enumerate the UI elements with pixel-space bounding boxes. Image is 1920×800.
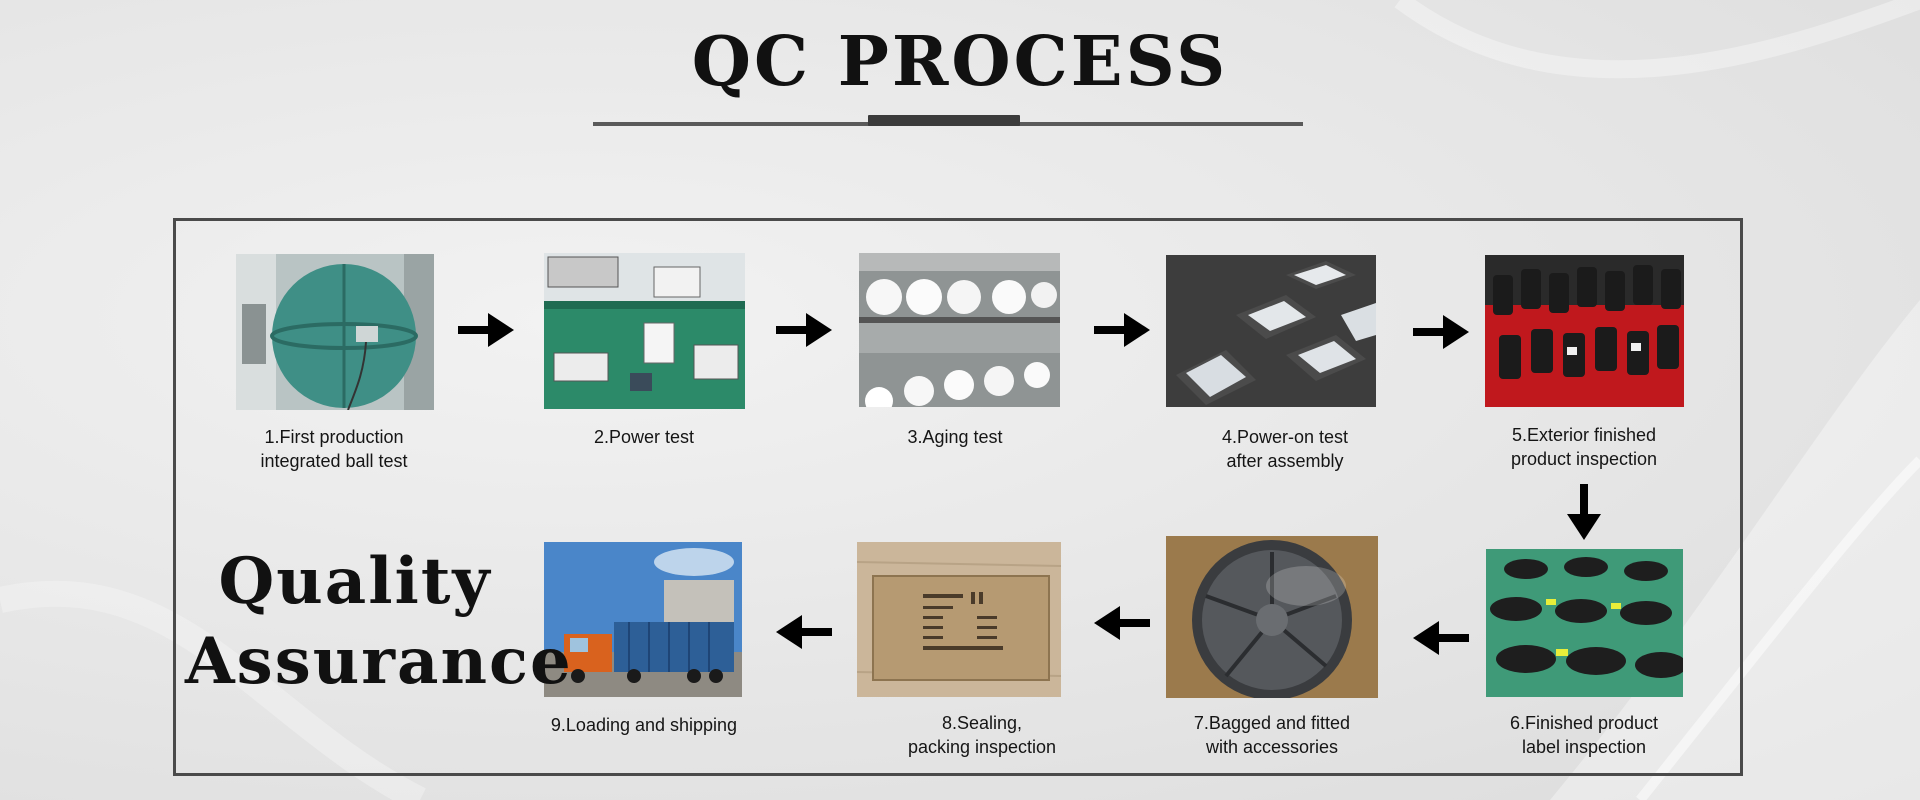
step-6-caption: 6.Finished product label inspection — [1509, 713, 1659, 757]
bagged-product-photo — [1166, 536, 1378, 698]
finished-products-photo — [1485, 255, 1684, 407]
arrow-left-icon — [1413, 621, 1469, 655]
arrow-down-icon — [1567, 484, 1601, 540]
slogan-line-2: Assurance — [185, 624, 573, 699]
sealed-carton-photo — [857, 542, 1061, 697]
aging-test-rack-photo — [859, 253, 1060, 407]
arrow-right-icon — [1413, 315, 1469, 349]
page-title: QC PROCESS — [691, 22, 1229, 102]
power-test-equipment-photo — [544, 253, 745, 409]
step-5-caption: 5.Exterior finished product inspection — [1510, 425, 1658, 469]
step-8-caption: 8.Sealing, packing inspection — [907, 713, 1057, 757]
step-1-caption: 1.First production integrated ball test — [260, 427, 408, 471]
step-7-caption: 7.Bagged and fitted with accessories — [1193, 713, 1351, 757]
container-truck-photo — [544, 542, 742, 697]
process-frame — [173, 218, 1743, 776]
arrow-right-icon — [1094, 313, 1150, 347]
arrow-left-icon — [1094, 606, 1150, 640]
arrow-right-icon — [776, 313, 832, 347]
quality-assurance-slogan: Quality Assurance — [185, 542, 573, 702]
integrating-sphere-photo — [236, 254, 434, 410]
step-4-caption: 4.Power-on test after assembly — [1221, 427, 1349, 471]
arrow-left-icon — [776, 615, 832, 649]
arrow-right-icon — [458, 313, 514, 347]
title-underline-accent — [868, 115, 1020, 126]
slogan-line-1: Quality — [218, 544, 492, 619]
label-inspection-photo — [1486, 549, 1683, 697]
step-2-caption: 2.Power test — [593, 427, 695, 447]
lit-panels-photo — [1166, 255, 1376, 407]
step-3-caption: 3.Aging test — [907, 427, 1003, 447]
step-9-caption: 9.Loading and shipping — [550, 715, 738, 735]
